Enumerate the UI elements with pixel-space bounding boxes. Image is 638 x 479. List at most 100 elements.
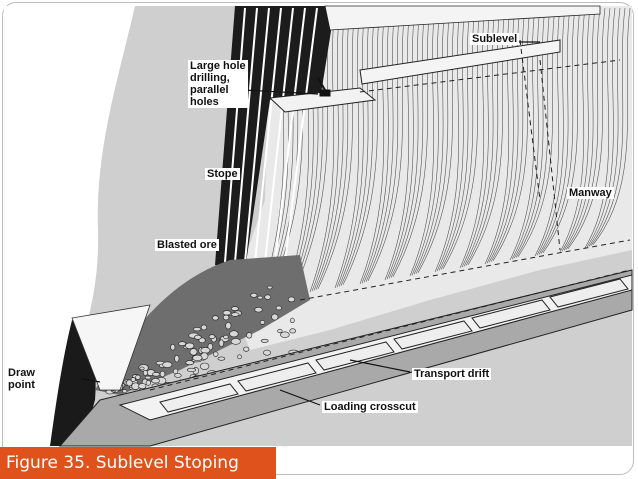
ore-rock	[212, 315, 219, 321]
ore-rock	[186, 367, 197, 372]
ore-fiber	[317, 7, 356, 289]
ore-fiber	[588, 7, 621, 247]
label-blasted-ore: Blasted ore	[155, 239, 219, 251]
ore-rock	[223, 314, 230, 321]
ore-rock	[159, 370, 166, 378]
ore-rock	[289, 328, 297, 334]
ore-rock	[218, 339, 224, 348]
ore-rock	[200, 324, 207, 331]
ore-rock	[213, 351, 219, 357]
loading-crosscut	[471, 299, 551, 329]
ore-fiber	[413, 7, 446, 275]
drill-hole	[254, 7, 282, 263]
ore-fiber	[586, 7, 616, 248]
ore-rock	[230, 338, 241, 345]
ore-rock	[263, 349, 271, 356]
ore-fiber	[359, 7, 386, 285]
ore-rock	[173, 368, 179, 375]
ore-fiber	[509, 7, 536, 261]
ore-fiber	[584, 7, 611, 249]
ore-rock	[222, 310, 232, 316]
hanging-wall	[4, 6, 135, 446]
sublevel-dashed-lines	[149, 39, 631, 391]
ore-fiber	[386, 7, 416, 280]
ore-fiber	[390, 7, 426, 278]
label-transport-drift: Transport drift	[412, 368, 492, 380]
ore-rock	[178, 341, 187, 347]
ore-fiber	[567, 7, 606, 249]
ore-fiber	[511, 7, 541, 260]
ore-rock	[287, 296, 296, 303]
drill-hole	[264, 7, 294, 263]
loading-crosscut	[159, 383, 239, 413]
ore-fiber	[590, 7, 626, 246]
ore-fiber	[517, 7, 556, 257]
ore-rock	[170, 343, 176, 351]
ore-rock	[139, 366, 145, 371]
ore-fiber	[540, 7, 576, 254]
ore-fiber	[561, 7, 591, 252]
ore-rock	[126, 379, 133, 387]
ore-fiber	[415, 7, 451, 274]
ore-fiber	[436, 7, 466, 272]
ore-fiber	[315, 7, 351, 290]
loading-crosscut	[315, 341, 395, 371]
ore-rock	[138, 383, 147, 390]
draw-point-ground	[50, 320, 96, 446]
ore-rock	[130, 377, 136, 382]
label-stope: Stope	[205, 168, 240, 180]
slide-frame	[2, 2, 634, 475]
ore-fiber	[534, 7, 561, 257]
ore-rock	[189, 348, 198, 356]
ore-fiber	[538, 7, 571, 255]
ore-fiber	[340, 7, 376, 286]
ore-rock	[208, 334, 216, 340]
ore-rock	[142, 369, 148, 376]
ore-fiber	[342, 7, 381, 285]
ore-rock	[230, 312, 240, 317]
ore-fiber	[434, 7, 461, 273]
ore-rock	[259, 320, 266, 325]
ore-rock	[280, 331, 290, 338]
ore-rock	[254, 307, 263, 313]
label-large-hole-drilling: Large hole drilling, parallel holes	[188, 60, 248, 108]
label-manway: Manway	[567, 187, 614, 199]
loading-crosscuts	[159, 278, 629, 413]
ore-rock	[275, 305, 282, 311]
ore-rock	[257, 295, 264, 300]
ore-fiber	[313, 7, 346, 291]
ore-rock	[151, 378, 160, 384]
drill-hole	[274, 7, 306, 263]
ore-fiber	[559, 7, 586, 253]
ore-rock	[264, 294, 272, 300]
ore-rock	[194, 334, 202, 340]
ore-fiber	[565, 7, 601, 250]
ore-rock	[131, 382, 140, 390]
ore-rock	[122, 389, 128, 394]
ore-fiber	[411, 7, 441, 276]
ore-rock	[223, 334, 229, 340]
ore-rock	[192, 327, 202, 332]
drill-rig	[317, 77, 331, 97]
figure-caption: Figure 35. Sublevel Stoping	[0, 447, 276, 479]
ore-fiber	[384, 7, 411, 281]
ore-fiber	[367, 7, 406, 281]
ore-rock	[185, 360, 194, 366]
ore-rock	[174, 354, 180, 363]
ore-rock	[185, 342, 195, 349]
ore-rock	[145, 380, 151, 386]
ore-rock	[231, 306, 239, 311]
label-draw-point: Draw point	[6, 367, 37, 391]
ore-fiber	[338, 7, 371, 287]
ore-fiber	[513, 7, 546, 259]
ore-rock	[229, 330, 239, 338]
ore-fiber	[309, 7, 336, 293]
ore-fiber	[409, 7, 436, 277]
ore-fiber	[311, 7, 341, 292]
ore-rock	[152, 372, 161, 377]
ore-fiber	[363, 7, 396, 283]
loading-crosscut	[393, 320, 473, 350]
sublevel-drift	[359, 39, 561, 85]
